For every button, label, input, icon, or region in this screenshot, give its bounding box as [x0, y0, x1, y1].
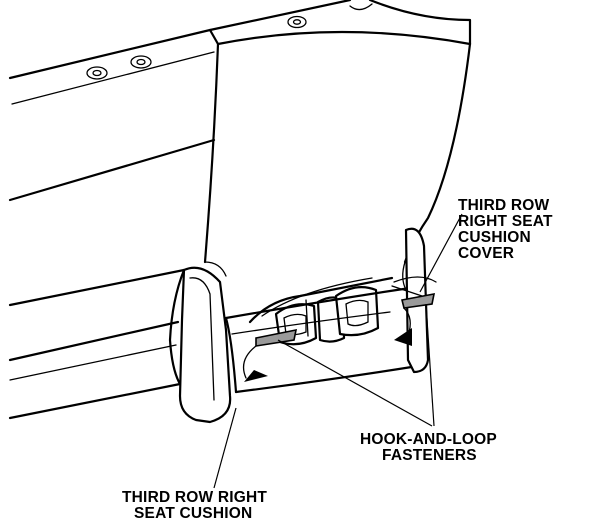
label-line: THIRD ROW — [458, 197, 550, 214]
label-line: RIGHT SEAT — [458, 213, 553, 230]
direction-arrows — [242, 307, 412, 382]
label-seat-cushion: THIRD ROW RIGHT SEAT CUSHION — [122, 490, 267, 522]
left-seat-back — [8, 28, 220, 264]
label-cushion-cover: THIRD ROW RIGHT SEAT CUSHION COVER — [458, 198, 553, 262]
left-seat-cushion — [8, 268, 186, 420]
label-line: HOOK-AND-LOOP — [360, 431, 497, 448]
label-fasteners: HOOK-AND-LOOP FASTENERS — [360, 432, 497, 464]
leader-lines — [213, 213, 463, 489]
left-trim — [178, 261, 232, 424]
right-seat-cushion — [224, 286, 420, 394]
fastener-tabs — [255, 292, 436, 347]
label-line: THIRD ROW RIGHT — [122, 489, 268, 506]
label-line: SEAT CUSHION — [134, 505, 253, 522]
label-line: FASTENERS — [382, 447, 477, 464]
right-seat-back — [208, 0, 472, 264]
label-line: COVER — [458, 245, 515, 262]
label-line: CUSHION — [458, 229, 531, 246]
